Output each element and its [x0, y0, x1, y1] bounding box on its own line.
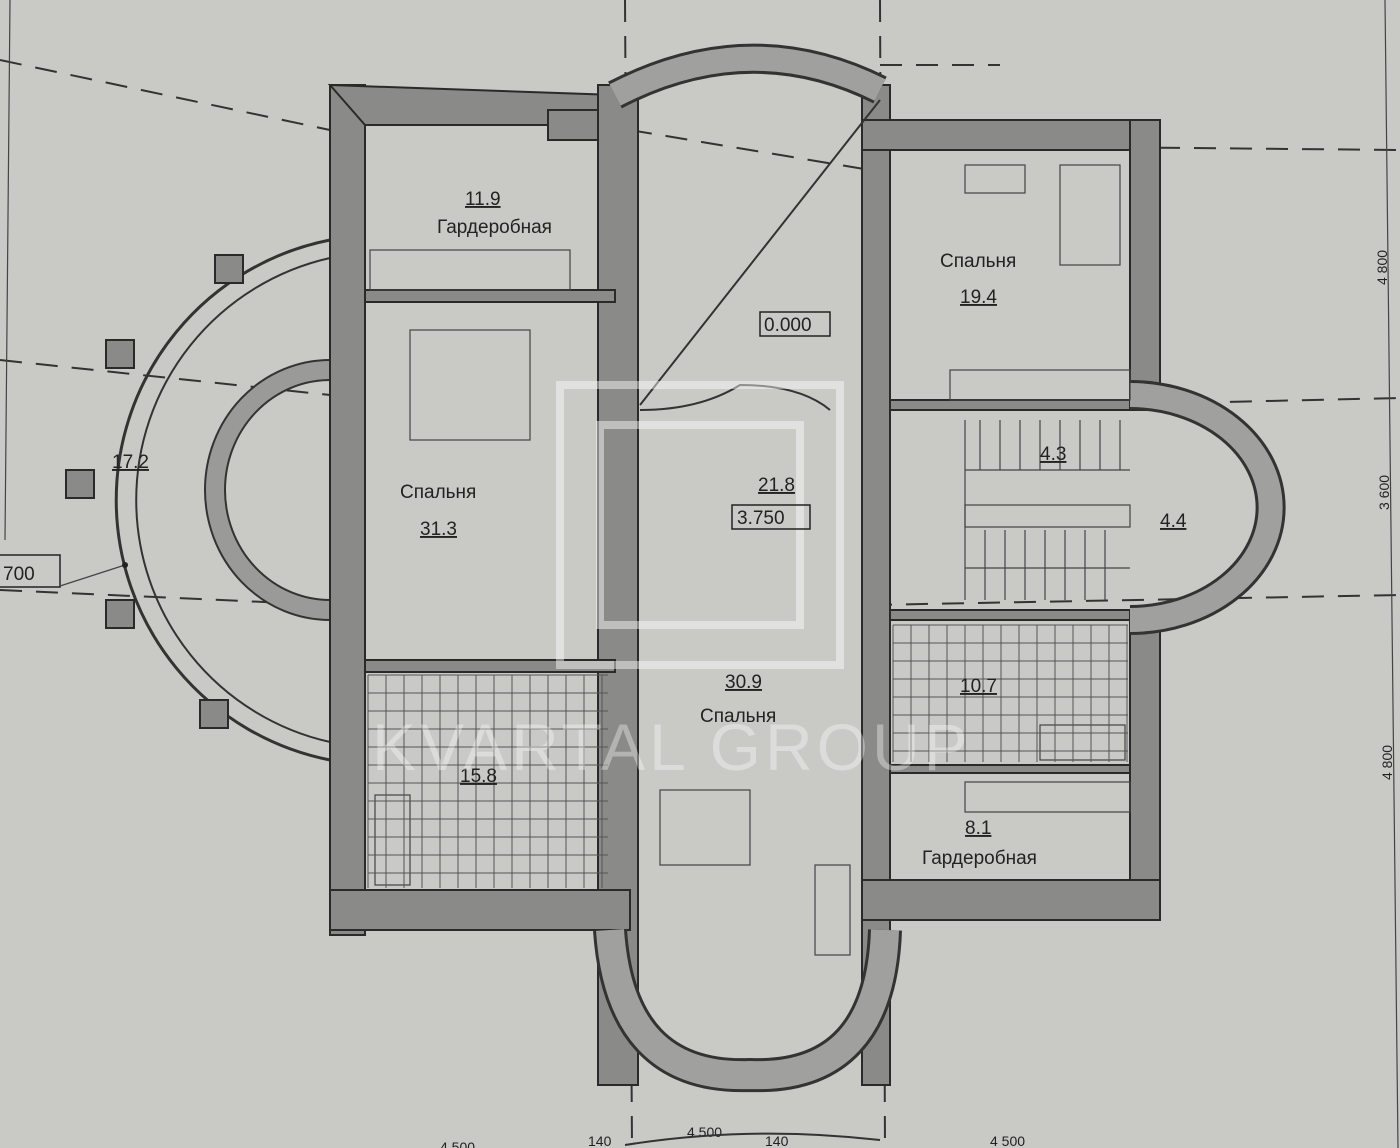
- dimensions: 4 800 3 600 4 800 4 500 140 4 500 140 4 …: [440, 250, 1395, 1148]
- watermark: KVARTAL GROUP: [372, 710, 972, 784]
- staircase: [964, 420, 1131, 600]
- dimension-label: 3 600: [1376, 475, 1392, 510]
- room-area: 15.8: [460, 766, 497, 787]
- dimension-label: 140: [765, 1133, 789, 1148]
- room-name: Спальня: [400, 482, 476, 503]
- room-area: 4.3: [1040, 444, 1066, 465]
- room-area: 8.1: [965, 818, 991, 839]
- room-area: 31.3: [420, 519, 457, 540]
- fixtures: [367, 99, 1131, 956]
- room-labels: 11.9 Гардеробная Спальня 19.4 Спальня 31…: [112, 189, 1187, 869]
- dimension-label: 4 500: [440, 1139, 475, 1148]
- room-name: Спальня: [940, 251, 1016, 272]
- level-marks: 0.000 3.750 700: [0, 311, 831, 588]
- walls: [327, 43, 1286, 1093]
- terrace-oval: [65, 238, 331, 762]
- level-mark: 700: [3, 564, 35, 585]
- room-area: 17.2: [112, 452, 149, 473]
- dimension-label: 140: [588, 1133, 612, 1148]
- dimension-label: 4 800: [1374, 250, 1390, 285]
- level-mark: 3.750: [737, 508, 785, 529]
- tiled-floor: [367, 624, 1128, 888]
- room-area: 4.4: [1160, 511, 1187, 532]
- room-area: 10.7: [960, 676, 997, 697]
- room-name: Гардеробная: [922, 848, 1037, 869]
- room-name: Спальня: [700, 706, 776, 727]
- room-area: 30.9: [725, 672, 762, 693]
- dimension-label: 4 500: [990, 1133, 1025, 1148]
- room-area: 19.4: [960, 287, 997, 308]
- dimension-label: 4 800: [1379, 745, 1395, 780]
- room-name: Гардеробная: [437, 217, 552, 238]
- room-area: 21.8: [758, 475, 795, 496]
- room-area: 11.9: [465, 189, 501, 210]
- level-mark: 0.000: [764, 315, 812, 336]
